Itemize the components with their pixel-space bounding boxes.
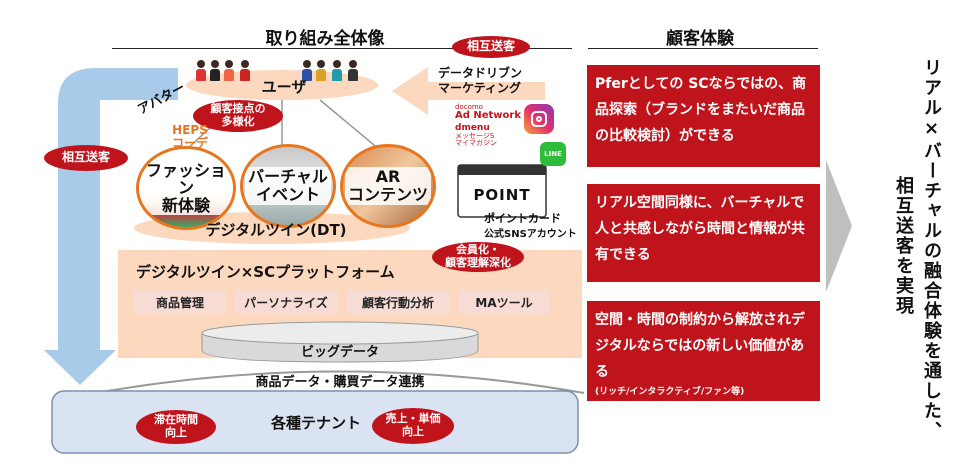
membership-badge: 会員化・ 顧客理解深化 [432,242,524,272]
experience-item-2: リアル空間同様に、バーチャルで人と共感しながら時間と情報が共有できる [587,184,820,282]
line-icon: LINE [540,142,566,166]
sales-badge: 売上・単価 向上 [372,408,454,444]
dmenu-label: dmenu [455,123,490,133]
experience-item-1-text: Pferとしての SCならではの、商品探索（ブランドをまたいだ商品の比較検討）が… [595,76,807,144]
ad-network-label: Ad Network [455,110,522,121]
fashion-circle-label: ファッション 新体験 [139,160,233,216]
ad-network-logo: docomo Ad Network dmenu メッセージS マイマガジン [455,104,521,147]
virtual-event-circle: バーチャル イベント [240,144,336,228]
user-figures-left [196,60,266,84]
data-link-label: 商品データ・購買データ連携 [255,375,425,390]
point-card-label: POINT [473,186,531,204]
data-driven-label: データドリブン マーケティング [438,66,523,95]
experience-header-rule [588,48,818,49]
experience-item-1: Pferとしての SCならではの、商品探索（ブランドをまたいだ商品の比較検討）が… [587,65,820,167]
overview-header-rule [112,48,572,49]
platform-title: デジタルツイン×SCプラットフォーム [136,263,395,281]
data-link-arc [95,370,585,394]
experience-item-3: 空間・時間の制約から解放されデジタルならではの新しい価値がある (リッチ/インタ… [587,301,820,401]
big-data-label: ビッグデータ [300,345,379,360]
data-driven-arrow [392,67,545,115]
experience-item-3-text: 空間・時間の制約から解放されデジタルならではの新しい価値がある [595,312,805,380]
sns-caption: 公式SNSアカウント [484,229,577,240]
tool-product-management: 商品管理 [134,290,226,314]
overview-header: 取り組み全体像 [265,29,385,49]
heps-tag: HEPS コーデ [171,123,208,151]
experience-item-2-text: リアル空間同様に、バーチャルで人と共感しながら時間と情報が共有できる [595,195,805,263]
user-ellipse [186,70,378,100]
vertical-summary-1: リアル×バーチャルの融合体験を通した、 [921,58,942,441]
tool-customer-analysis: 顧客行動分析 [346,290,450,314]
digital-twin-label: デジタルツイン(DT) [205,221,347,239]
experience-header: 顧客体験 [666,29,734,49]
mutual-transfer-top-badge: 相互送客 [452,36,530,58]
point-card-caption: ポイントカード [484,212,561,225]
stay-time-badge: 滞在時間 向上 [136,410,216,444]
instagram-icon [524,104,554,134]
touchpoints-badge: 顧客接点の 多様化 [193,100,283,132]
tenants-label: 各種テナント [270,414,361,432]
fashion-circle: ファッション 新体験 [136,146,236,230]
user-label: ユーザ [261,78,307,96]
ar-content-circle: AR コンテンツ [340,144,436,228]
experience-chevron [826,160,852,292]
ar-content-label: AR コンテンツ [344,167,431,205]
tool-personalize: パーソナライズ [234,290,338,314]
vertical-summary-2: 相互送客を実現 [893,176,914,316]
user-figures-right [302,60,372,84]
message-label: メッセージS [455,132,495,140]
magazine-label: マイマガジン [455,139,497,147]
mutual-transfer-left-badge: 相互送客 [44,145,128,171]
experience-item-3-note: (リッチ/インタラクティブ/ファン等) [595,387,745,397]
virtual-event-label: バーチャル イベント [245,167,331,205]
docomo-label: docomo [455,103,483,111]
tool-ma: MAツール [458,290,550,314]
